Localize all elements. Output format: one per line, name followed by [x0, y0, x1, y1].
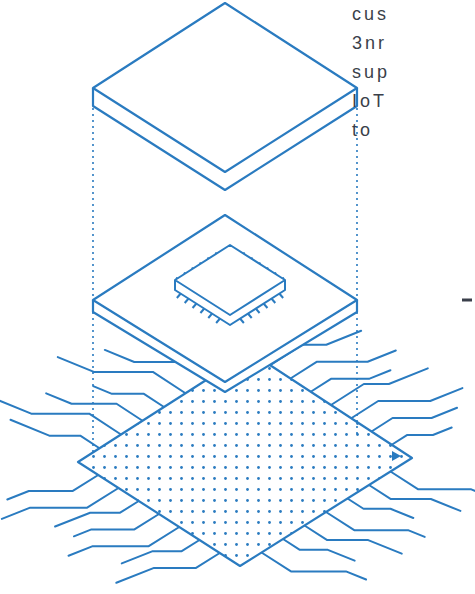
circuit-wire [392, 428, 452, 445]
text-column: cus3nrsupIoTto [352, 0, 390, 145]
text-fragment: cus [352, 0, 390, 29]
circuit-wire [7, 475, 98, 499]
circuit-wire [348, 499, 414, 518]
circuit-wire [74, 514, 159, 536]
text-fragment: IoT [352, 87, 390, 116]
circuit-wire [291, 350, 396, 378]
circuit-wire [283, 539, 355, 561]
text-fragment: 3nr [352, 29, 390, 58]
circuit-wire [311, 370, 391, 392]
circuit-wire [391, 472, 475, 504]
text-fragment: to [352, 116, 390, 145]
circuit-wire [58, 357, 186, 393]
circuit-wire [2, 488, 119, 519]
chip [175, 245, 285, 325]
text-fragment: sup [352, 58, 390, 87]
circuit-wire [262, 553, 367, 580]
circuit-wire [10, 420, 99, 448]
circuit-wire [0, 401, 121, 435]
circuit-wire [372, 408, 458, 432]
middle-plate [93, 215, 357, 392]
top-lid [93, 3, 357, 190]
circuit-wire [116, 553, 219, 583]
circuit-wire [351, 388, 462, 418]
circuit-wire [122, 540, 200, 563]
circuit-wire [55, 501, 139, 527]
dash-mark [462, 299, 472, 302]
